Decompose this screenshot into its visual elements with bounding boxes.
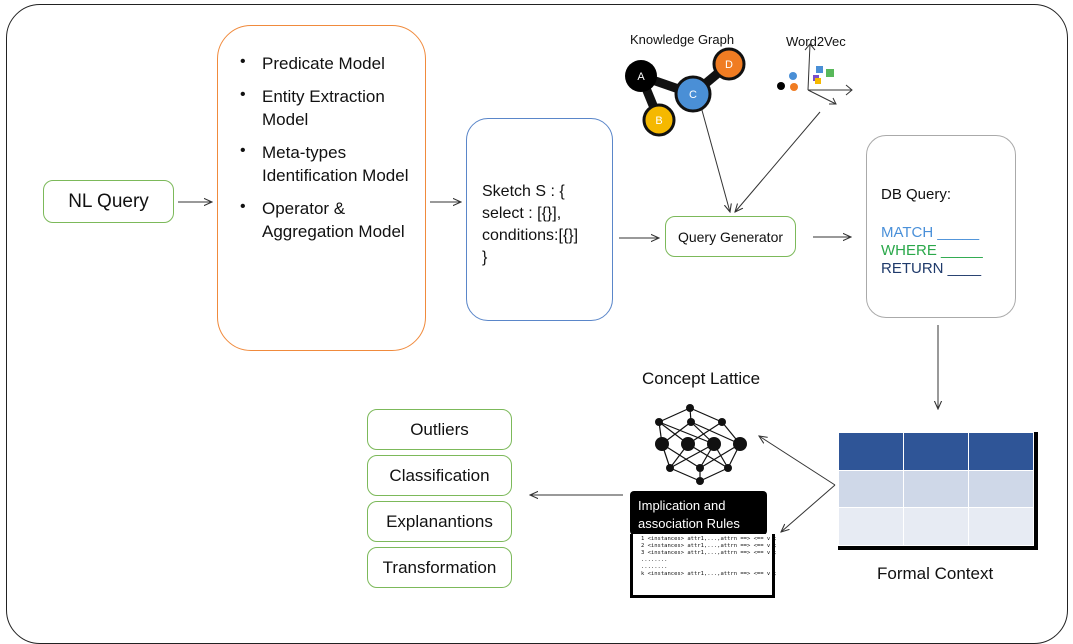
concept-lattice-title: Concept Lattice xyxy=(642,369,761,388)
rule-line: 3 <instances> attr1,...,attrn ==> <== v … xyxy=(641,550,777,556)
sketch-text: Sketch S : { select : [{}], conditions:[… xyxy=(482,181,578,269)
models-box: •Predicate Model •Entity Extraction Mode… xyxy=(217,25,426,351)
implication-rules-header: Implication and association Rules xyxy=(630,491,767,535)
models-list: •Predicate Model •Entity Extraction Mode… xyxy=(240,52,420,253)
rule-line: ........ xyxy=(641,557,668,563)
knowledge-graph-title: Knowledge Graph xyxy=(630,32,735,47)
kg-node-b xyxy=(642,103,676,137)
kg-node-c-label: C xyxy=(689,89,697,101)
rule-line: ........ xyxy=(641,564,668,570)
implication-rules-list: 1 <instances> attr1,...,attrn ==> <== v … xyxy=(630,534,777,598)
formal-context-table xyxy=(838,432,1038,550)
kg-node-c xyxy=(674,75,712,113)
sketch-line-1: Sketch S : { xyxy=(482,183,565,200)
kg-node-a-label: A xyxy=(637,71,645,83)
word2vec-points xyxy=(777,66,834,91)
rule-line: k <instances> attr1,...,attrn ==> <== v … xyxy=(641,571,777,577)
query-generator-box: Query Generator xyxy=(665,216,796,257)
db-query-match: MATCH _____ xyxy=(881,224,980,241)
db-query-box: DB Query: MATCH _____ WHERE _____ RETURN… xyxy=(866,135,1016,318)
db-query-where: WHERE _____ xyxy=(881,242,983,259)
output-classification: Classification xyxy=(367,455,512,496)
output-transformation: Transformation xyxy=(367,547,512,588)
concept-lattice-nodes xyxy=(655,404,747,485)
sketch-line-3: conditions:[{}] xyxy=(482,227,579,244)
arrow-w2v-to-generator xyxy=(735,111,821,212)
rule-line: 2 <instances> attr1,...,attrn ==> <== v … xyxy=(641,543,777,549)
sketch-box: Sketch S : { select : [{}], conditions:[… xyxy=(466,118,613,321)
kg-node-d-label: D xyxy=(725,59,733,71)
output-outliers: Outliers xyxy=(367,409,512,450)
implication-rules-title: Implication and association Rules xyxy=(638,498,740,531)
model-entity-extraction: •Entity Extraction Model xyxy=(240,86,385,129)
db-query-return: RETURN ____ xyxy=(881,260,982,277)
nl-query-box: NL Query xyxy=(43,180,174,223)
model-operator-aggregation: •Operator & Aggregation Model xyxy=(240,198,405,241)
arrow-context-to-rules xyxy=(781,484,836,532)
kg-node-d xyxy=(712,47,746,81)
arrow-kg-to-generator xyxy=(699,102,730,212)
sketch-line-4: } xyxy=(482,249,488,266)
query-generator-label: Query Generator xyxy=(677,228,784,245)
nl-query-label: NL Query xyxy=(68,190,149,212)
model-meta-types: •Meta-types Identification Model xyxy=(240,142,409,185)
word2vec-plot xyxy=(804,43,853,105)
sketch-line-2: select : [{}], xyxy=(482,205,562,222)
rule-line: 1 <instances> attr1,...,attrn ==> <== v … xyxy=(641,536,777,542)
concept-lattice-graph xyxy=(658,407,741,482)
kg-node-b-label: B xyxy=(655,115,662,127)
formal-context-title: Formal Context xyxy=(877,564,994,583)
word2vec-title: Word2Vec xyxy=(786,34,846,49)
knowledge-graph: A B C D xyxy=(625,47,746,137)
kg-node-a xyxy=(625,60,657,92)
arrow-context-to-lattice xyxy=(759,436,836,486)
db-query-title: DB Query: xyxy=(881,186,952,203)
connector-layer: A B C D xyxy=(178,43,1073,623)
output-explanations: Explanantions xyxy=(367,501,512,542)
model-predicate: •Predicate Model xyxy=(240,53,385,73)
